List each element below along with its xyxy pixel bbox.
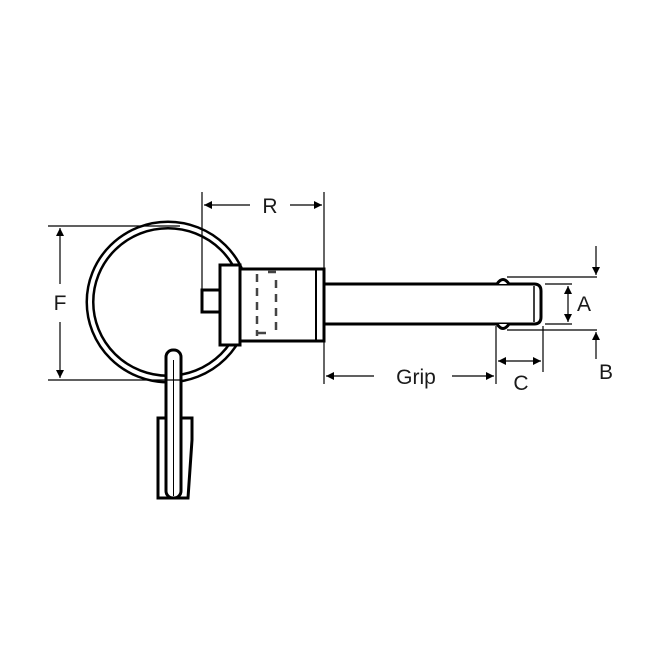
label-grip: Grip <box>396 366 436 389</box>
label-a: A <box>577 293 591 316</box>
dimension-r: R <box>204 195 322 218</box>
shank <box>322 282 543 326</box>
dimension-f: F <box>54 228 67 378</box>
pull-tab <box>156 348 194 500</box>
dimension-b: B <box>592 246 613 384</box>
handle-body <box>238 267 326 343</box>
handle-flange <box>218 263 242 347</box>
dimension-a: A <box>564 286 591 322</box>
locking-balls <box>495 278 511 330</box>
label-c: C <box>513 372 528 395</box>
extension-lines <box>48 192 597 384</box>
label-r: R <box>262 195 277 218</box>
label-f: F <box>54 292 67 315</box>
dimension-grip: Grip <box>326 366 494 389</box>
dimension-c: C <box>498 357 541 395</box>
label-b: B <box>599 361 613 384</box>
